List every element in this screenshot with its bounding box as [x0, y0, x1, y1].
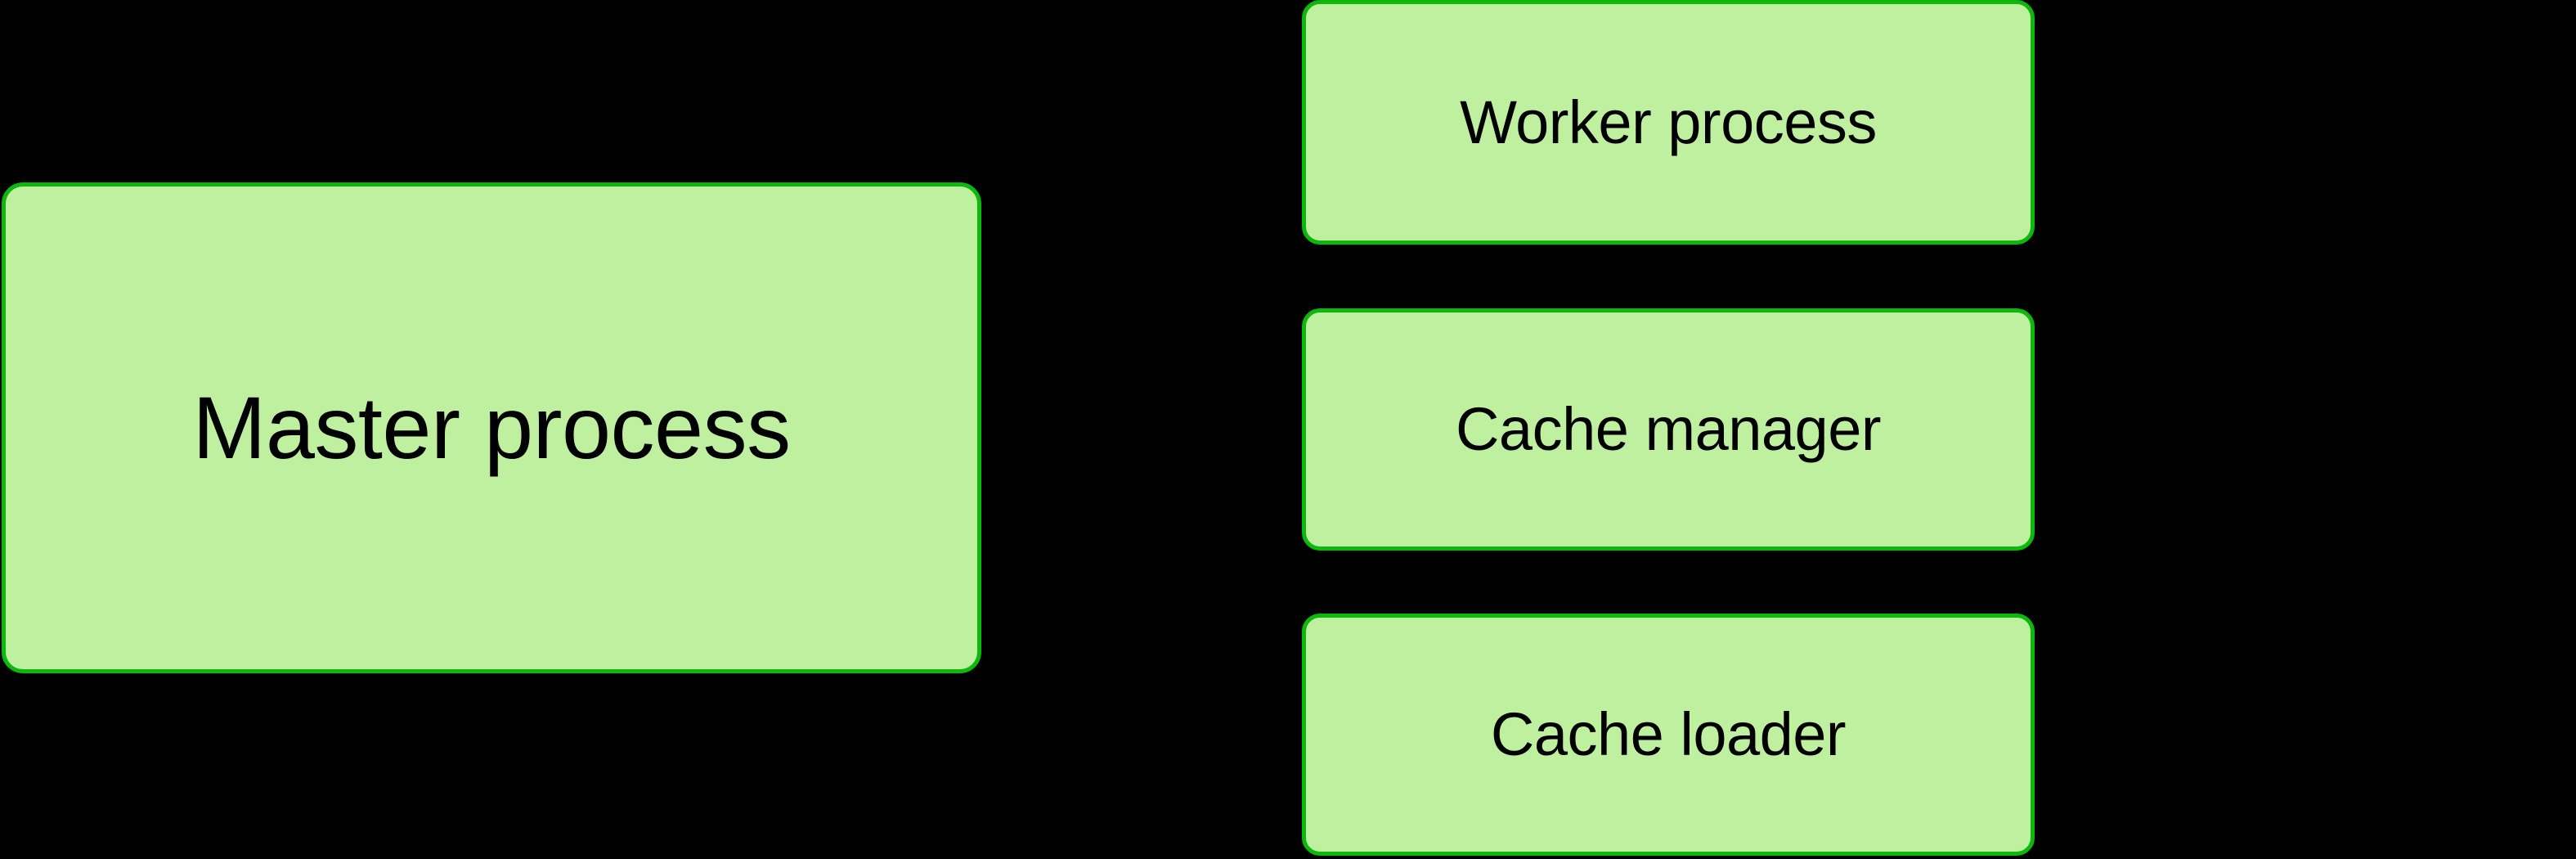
diagram-node-cache-manager[interactable]: Cache manager: [1302, 308, 2035, 551]
node-label-worker-process: Worker process: [1460, 88, 1877, 156]
node-label-master-process: Master process: [192, 377, 791, 477]
diagram-node-master-process[interactable]: Master process: [2, 182, 981, 673]
node-label-cache-manager: Cache manager: [1455, 395, 1882, 464]
diagram-node-worker-process[interactable]: Worker process: [1302, 0, 2035, 245]
node-label-cache-loader: Cache loader: [1490, 700, 1847, 769]
diagram-node-cache-loader[interactable]: Cache loader: [1302, 614, 2035, 856]
